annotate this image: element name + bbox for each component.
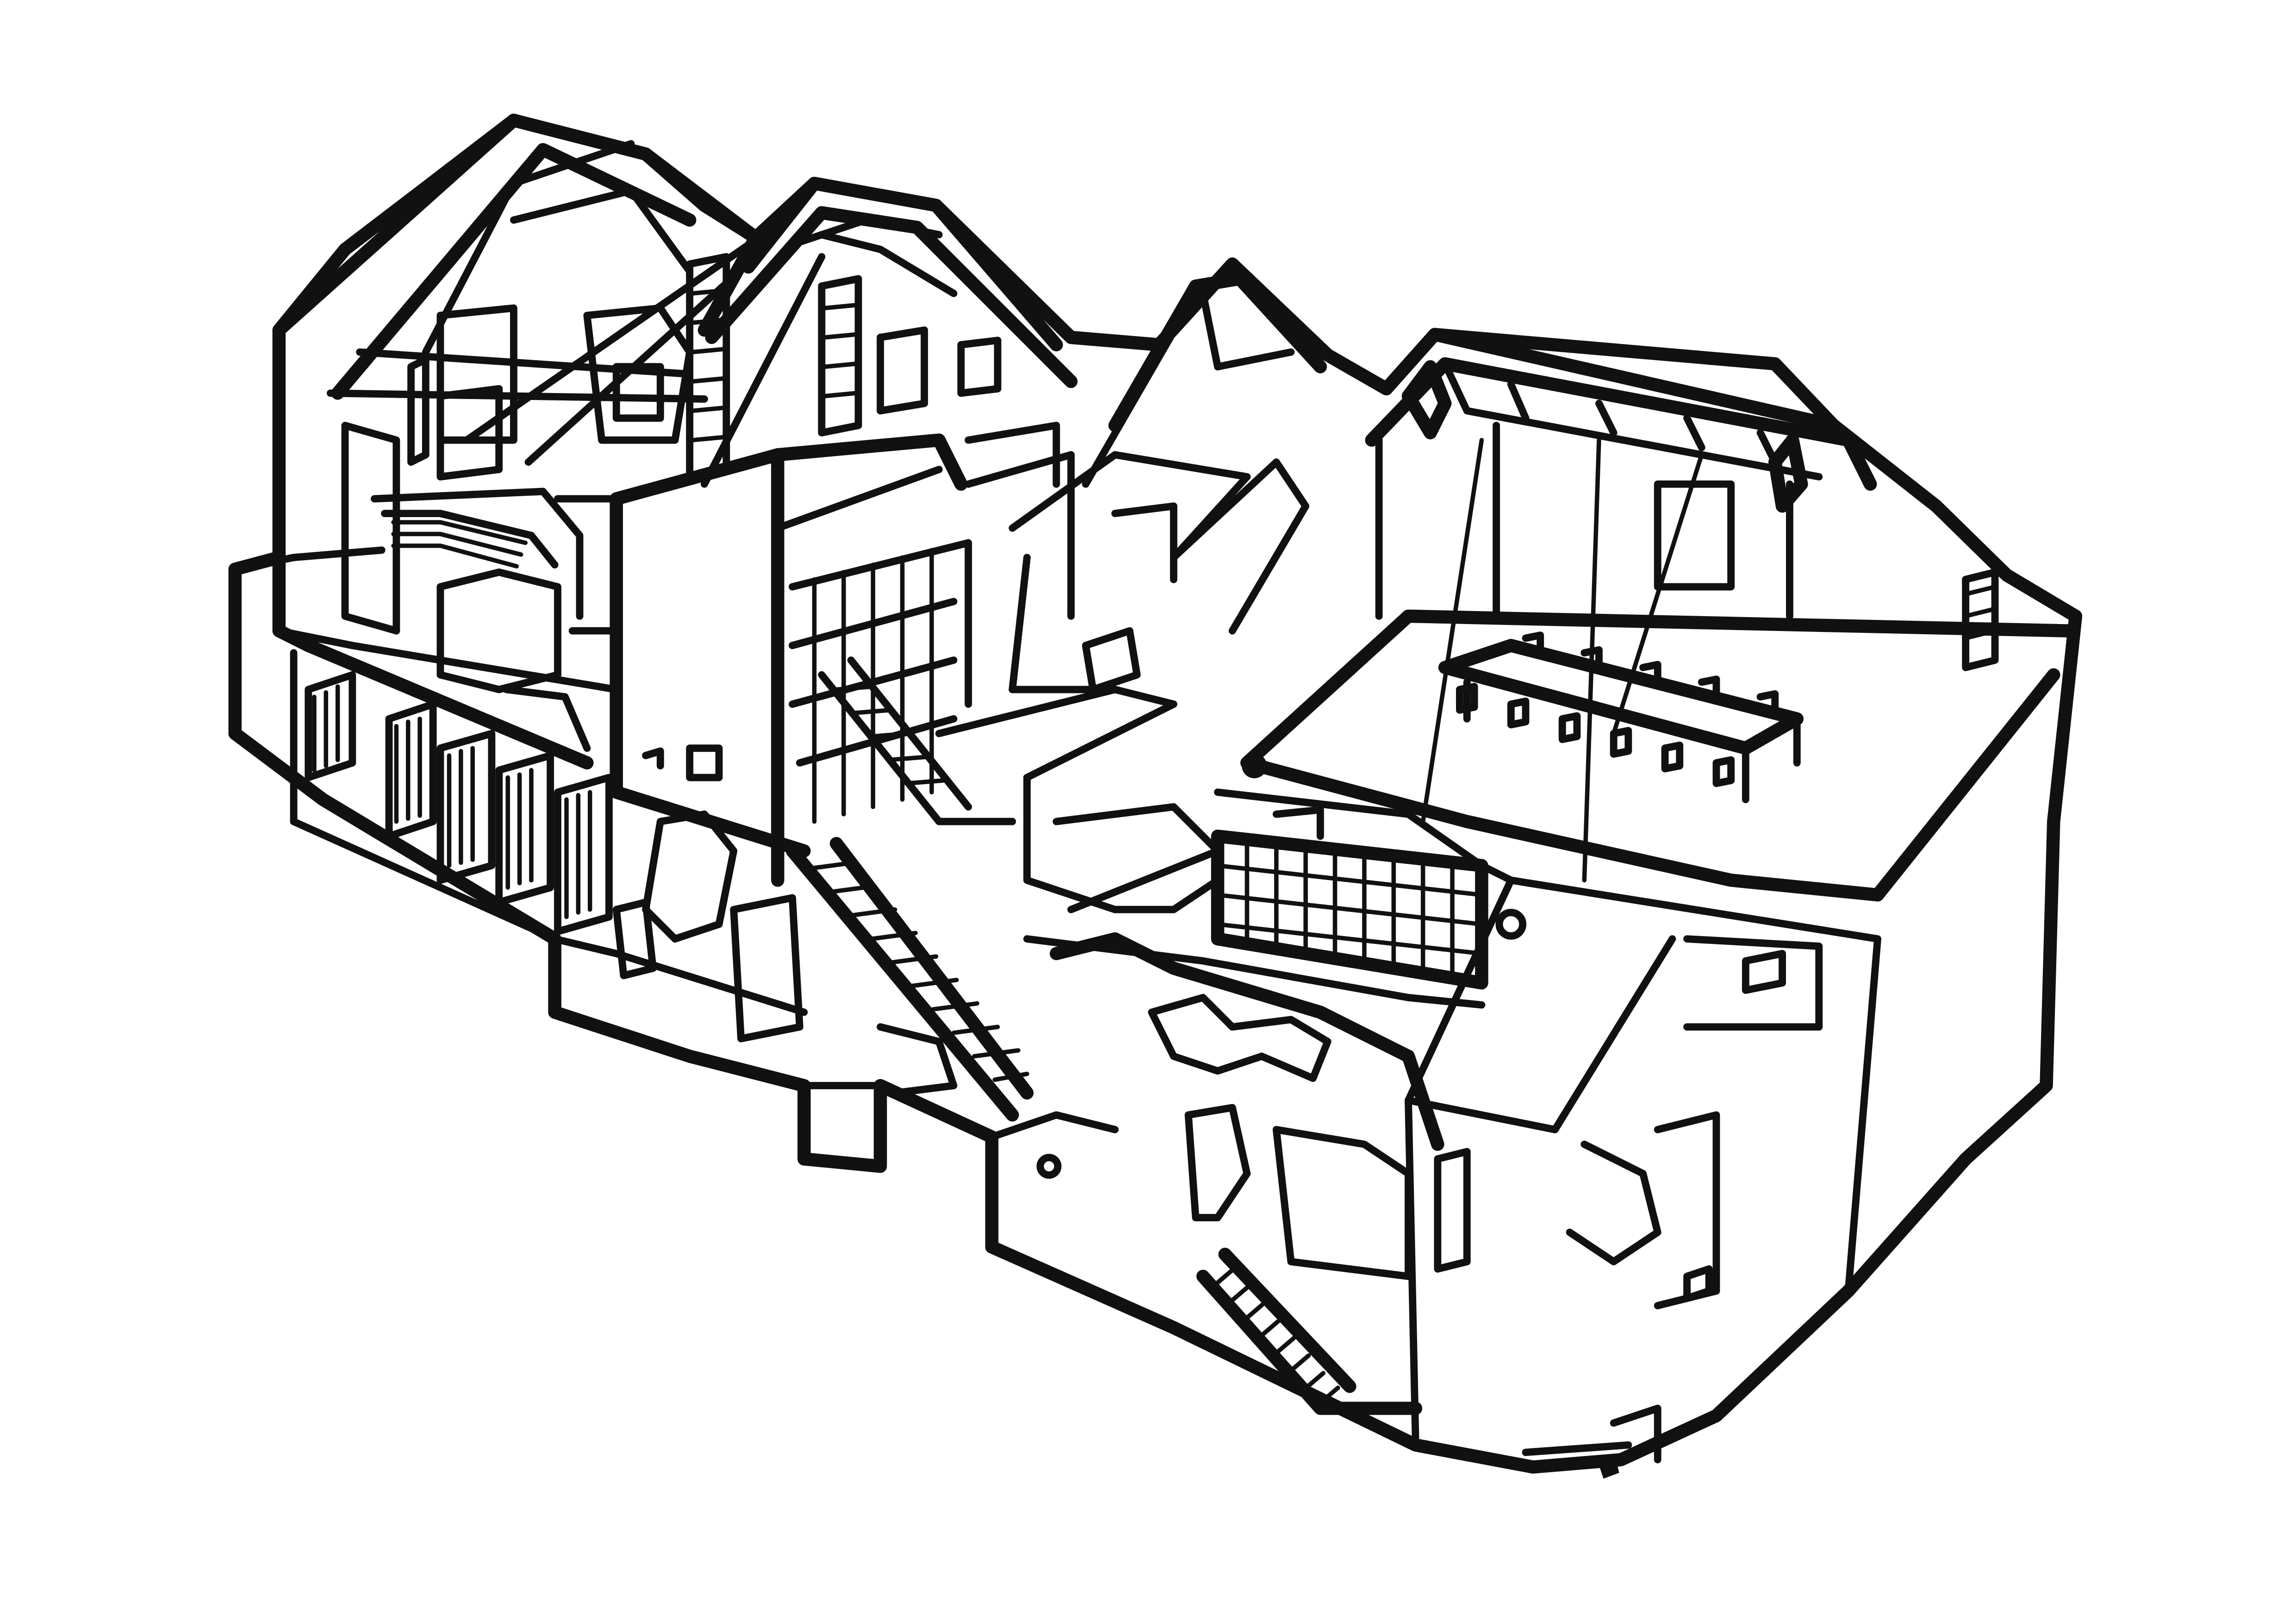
central-atrium xyxy=(610,422,1075,887)
basement-stair xyxy=(785,656,1034,1122)
center-gable-roof xyxy=(700,176,1078,488)
small-fixtures xyxy=(1036,753,1713,1479)
far-right-roof xyxy=(1365,328,1943,513)
meeting-hall xyxy=(1240,422,2075,902)
cellar-stair xyxy=(1196,1248,1423,1415)
library-wing xyxy=(272,356,620,943)
storage-lockers xyxy=(1211,788,1488,990)
cellar-ruins xyxy=(612,810,1720,1310)
middle-office xyxy=(935,451,1310,913)
lower-wall-band xyxy=(1023,862,1881,1449)
floor-planes xyxy=(231,546,1661,1464)
right-gable-roof xyxy=(1064,257,1393,488)
